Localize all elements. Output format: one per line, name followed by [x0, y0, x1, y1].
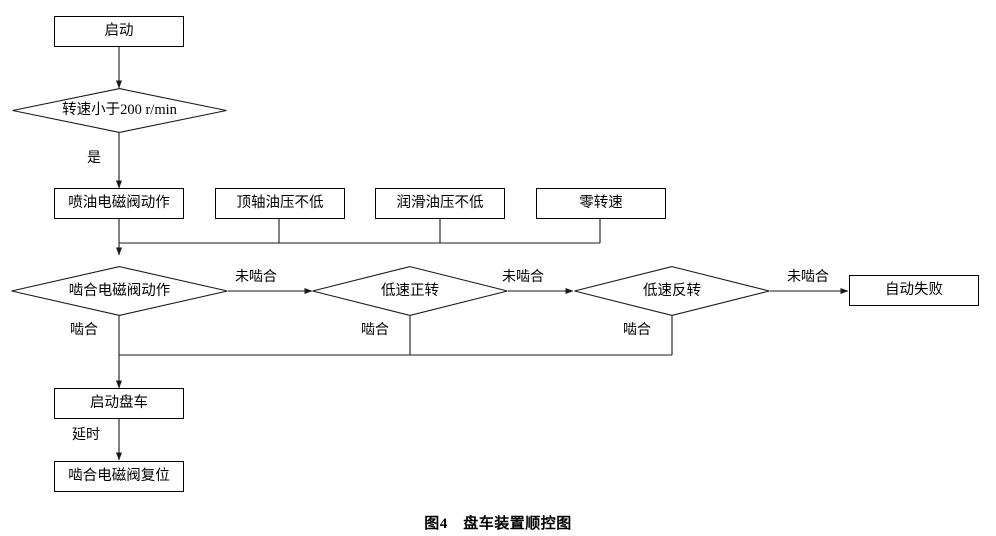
node-auto-fail: 自动失败	[849, 275, 979, 306]
decision-low-reverse-label: 低速反转	[643, 282, 701, 299]
figure-caption: 图4 盘车装置顺控图	[424, 516, 572, 532]
decision-low-reverse: 低速反转	[574, 266, 770, 316]
edge-label-engaged-3: 啮合	[621, 323, 653, 338]
node-valve-reset-label: 啮合电磁阀复位	[68, 468, 170, 485]
decision-engage-valve-label: 啮合电磁阀动作	[68, 282, 171, 299]
decision-low-forward-label: 低速正转	[381, 282, 439, 299]
node-auto-fail-label: 自动失败	[885, 282, 943, 299]
node-lube-oil-pressure-label: 润滑油压不低	[396, 195, 484, 212]
node-lube-oil-pressure: 润滑油压不低	[375, 188, 505, 219]
edge-label-not-engaged-1: 未啮合	[233, 270, 279, 285]
node-oil-valve: 喷油电磁阀动作	[54, 188, 184, 219]
node-jack-oil-pressure-label: 顶轴油压不低	[236, 195, 324, 212]
decision-speed-check-label: 转速小于200 r/min	[62, 102, 177, 119]
node-start-label: 启动	[104, 23, 134, 40]
node-zero-speed-label: 零转速	[579, 195, 623, 212]
node-start: 启动	[54, 16, 184, 47]
decision-low-forward: 低速正转	[312, 266, 508, 316]
edge-label-engaged-1: 啮合	[68, 323, 100, 338]
edge-label-not-engaged-3: 未啮合	[785, 270, 831, 285]
node-oil-valve-label: 喷油电磁阀动作	[68, 195, 170, 212]
node-start-turning: 启动盘车	[54, 388, 184, 419]
node-zero-speed: 零转速	[536, 188, 666, 219]
edge-label-delay: 延时	[70, 428, 102, 443]
node-jack-oil-pressure: 顶轴油压不低	[215, 188, 345, 219]
node-start-turning-label: 启动盘车	[90, 395, 148, 412]
edge-label-engaged-2: 啮合	[359, 323, 391, 338]
node-valve-reset: 啮合电磁阀复位	[54, 461, 184, 492]
decision-engage-valve: 啮合电磁阀动作	[11, 266, 228, 316]
edge-label-yes: 是	[85, 151, 103, 166]
decision-speed-check: 转速小于200 r/min	[12, 88, 227, 133]
edge-label-not-engaged-2: 未啮合	[500, 270, 546, 285]
